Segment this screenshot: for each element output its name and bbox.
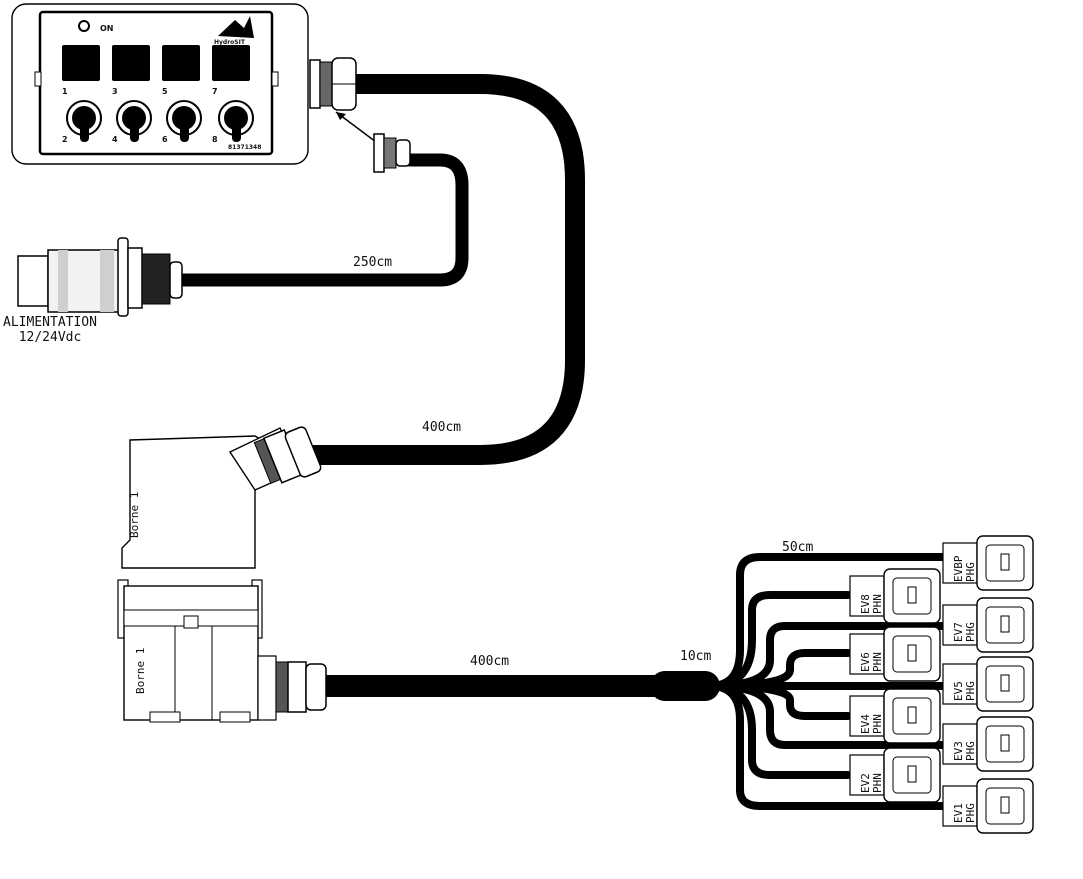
- valve-type-ev1: PHG: [964, 803, 977, 823]
- toggle-switch-4[interactable]: [218, 100, 254, 142]
- toggle-switch-3[interactable]: [166, 100, 202, 142]
- brand-logo: HydroSIT: [214, 16, 254, 46]
- indicator-window-7: [212, 45, 250, 81]
- valve-name-ev7: EV7: [952, 622, 965, 642]
- indicator-window-3: [112, 45, 150, 81]
- branch-top-length: 50cm: [782, 540, 813, 555]
- branch-harness: [706, 553, 947, 810]
- valve-connector-ev7: [942, 597, 1034, 653]
- valve-type-ev8: PHN: [871, 594, 884, 614]
- switch-number-7: 7: [212, 87, 218, 96]
- valve-name-ev2: EV2: [859, 773, 872, 793]
- bundle-length: 10cm: [680, 649, 711, 664]
- valve-name-ev1: EV1: [952, 803, 965, 823]
- switch-number-8: 8: [212, 135, 218, 144]
- valve-name-ev5: EV5: [952, 681, 965, 701]
- switch-number-1: 1: [62, 87, 68, 96]
- power-plug: [17, 237, 183, 317]
- valve-connector-evbp: [942, 535, 1034, 591]
- valve-name-ev4: EV4: [859, 714, 872, 734]
- valve-connector-ev2: [849, 747, 941, 803]
- valve-type-ev4: PHN: [871, 714, 884, 734]
- valve-type-ev6: PHN: [871, 652, 884, 672]
- upper-cable-length: 400cm: [422, 420, 461, 435]
- switch-number-6: 6: [162, 135, 168, 144]
- power-label-line1: ALIMENTATION: [3, 315, 97, 330]
- svg-text:HydroSIT: HydroSIT: [214, 39, 246, 46]
- valve-type-ev3: PHG: [964, 741, 977, 761]
- valve-type-ev5: PHG: [964, 681, 977, 701]
- indicator-window-5: [162, 45, 200, 81]
- valve-name-ev8: EV8: [859, 594, 872, 614]
- lower-cable-length: 400cm: [470, 654, 509, 669]
- valve-type-evbp: PHG: [964, 562, 977, 582]
- control-box: ON HydroSIT 1 3 5 7: [11, 3, 309, 165]
- box-cable-gland: [309, 57, 357, 111]
- valve-connector-ev4: [849, 688, 941, 744]
- toggle-switch-2[interactable]: [116, 100, 152, 142]
- valve-connector-ev8: [849, 568, 941, 624]
- power-label-line2: 12/24Vdc: [19, 330, 82, 345]
- valve-name-ev3: EV3: [952, 741, 965, 761]
- lower-borne-label: Borne 1: [134, 648, 147, 694]
- on-label: ON: [100, 24, 114, 33]
- upper-cable: [302, 74, 585, 465]
- valve-connector-ev1: [942, 778, 1034, 834]
- valve-type-ev2: PHN: [871, 773, 884, 793]
- valve-name-evbp: EVBP: [952, 555, 965, 582]
- lower-borne-connector: [117, 579, 327, 723]
- power-icon: [78, 20, 90, 32]
- upper-borne-connector: [121, 426, 322, 569]
- switch-number-4: 4: [112, 135, 118, 144]
- switch-number-5: 5: [162, 87, 168, 96]
- indicator-window-1: [62, 45, 100, 81]
- power-cable: [171, 153, 469, 287]
- upper-borne-label: Borne 1: [128, 492, 141, 538]
- switch-number-3: 3: [112, 87, 118, 96]
- switch-number-2: 2: [62, 135, 68, 144]
- power-cable-length: 250cm: [353, 255, 392, 270]
- toggle-switch-1[interactable]: [66, 100, 102, 142]
- valve-type-ev7: PHG: [964, 622, 977, 642]
- valve-connector-ev6: [849, 626, 941, 682]
- valve-connector-ev3: [942, 716, 1034, 772]
- power-inlet-connector: [373, 133, 411, 173]
- valve-connector-ev5: [942, 656, 1034, 712]
- valve-name-ev6: EV6: [859, 652, 872, 672]
- part-number: 81371348: [228, 144, 261, 151]
